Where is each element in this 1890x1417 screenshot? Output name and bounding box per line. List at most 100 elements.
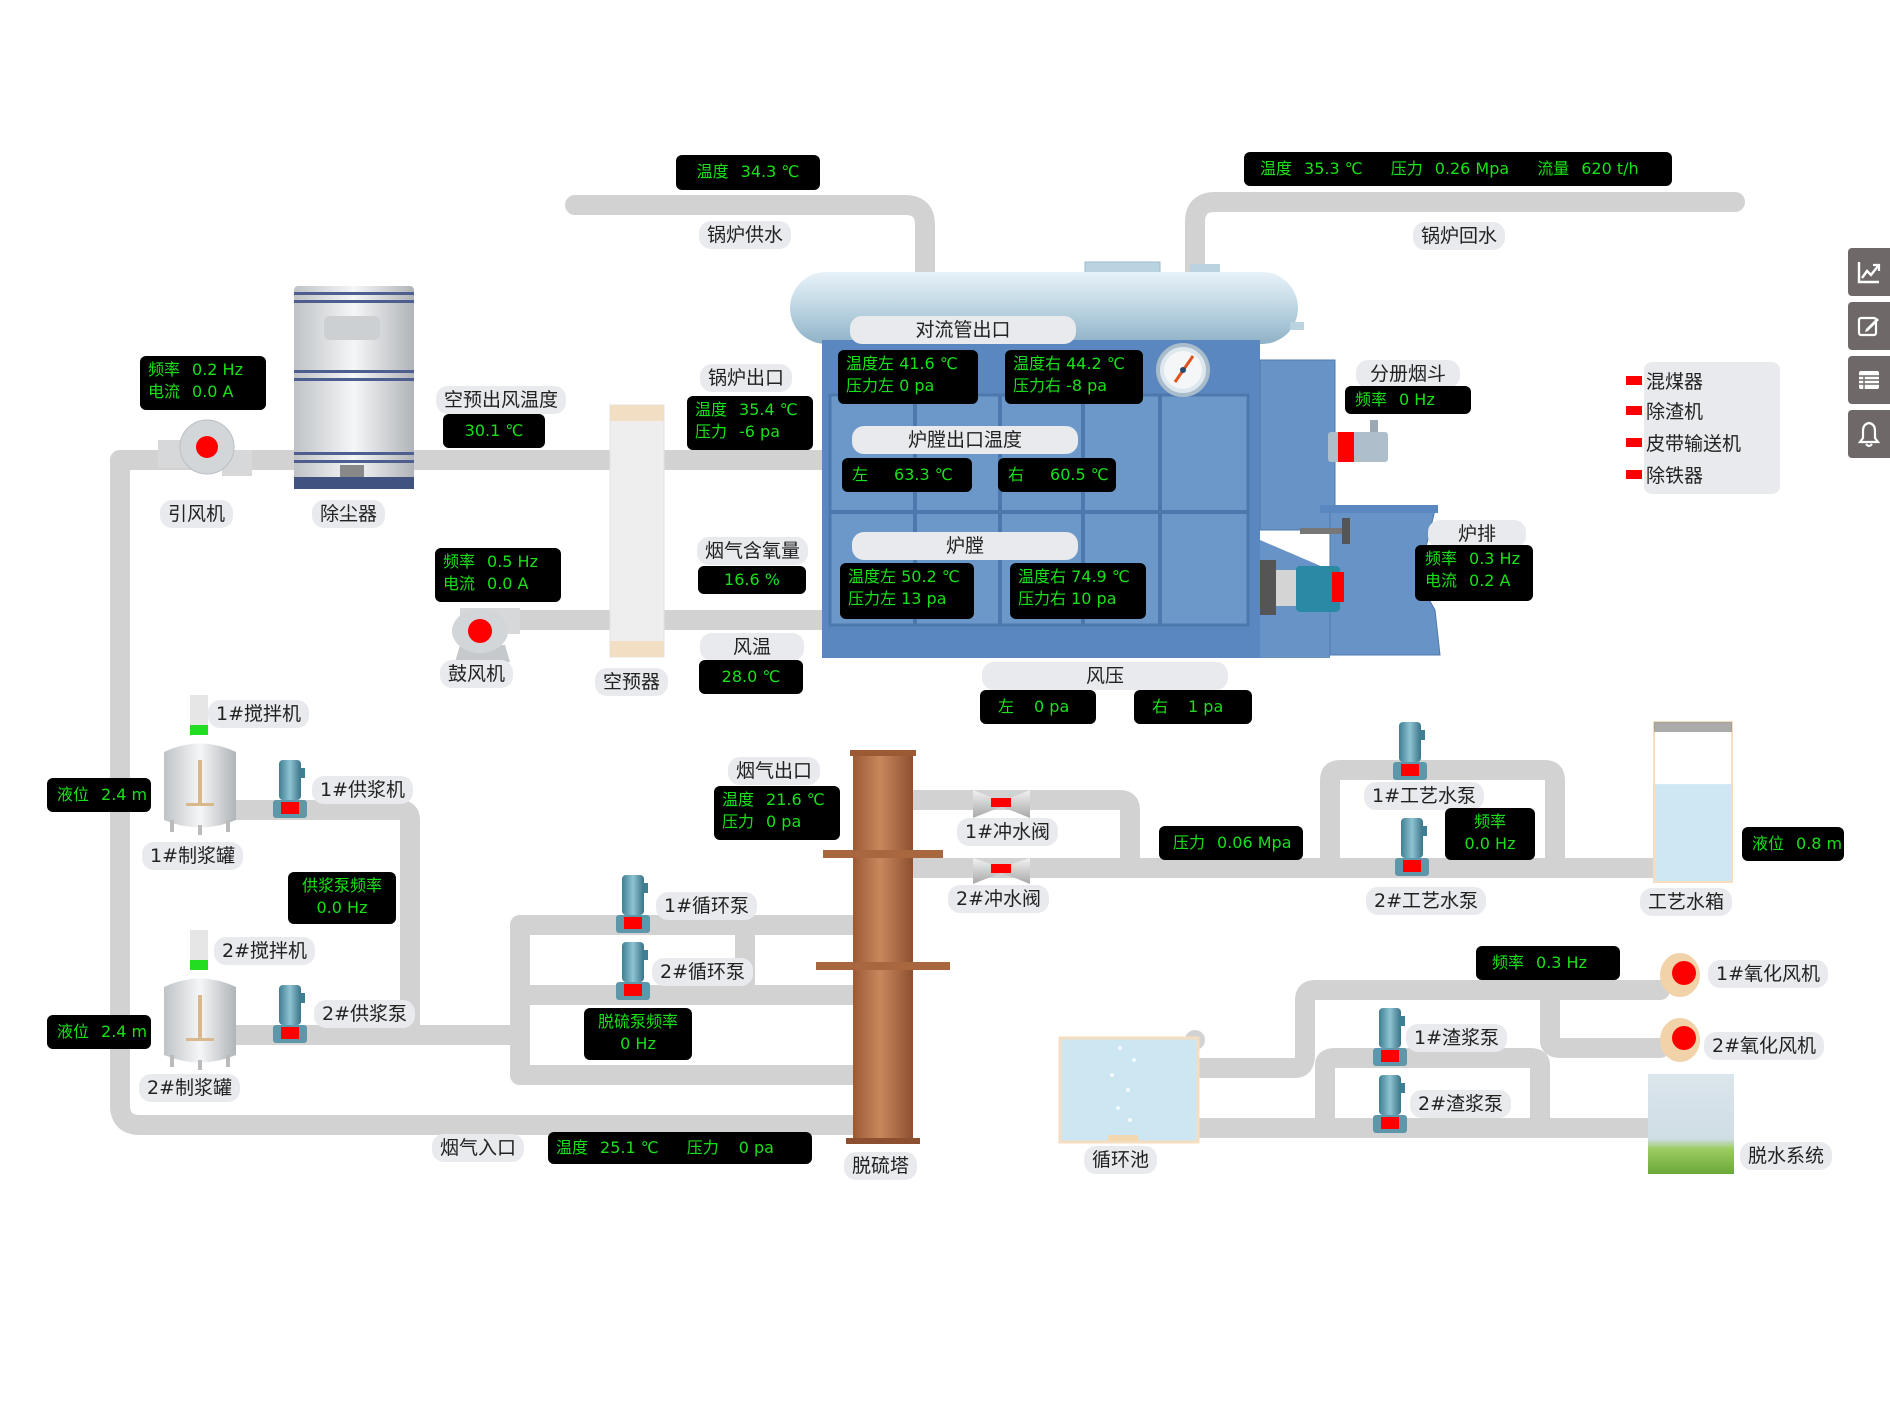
legend-item-coal-mixer: 混煤器 [1646, 371, 1704, 393]
boiler-return-flow-value: 620 t/h [1581, 159, 1639, 178]
boiler-outlet-label: 锅炉出口 [700, 364, 793, 392]
circ-pump-1-label: 1#循环泵 [656, 892, 758, 920]
slurry-tank-2 [164, 930, 236, 1070]
wind-pressure-title: 风压 [982, 662, 1228, 690]
wind-pressure-left-label: 左 [998, 697, 1015, 716]
air-temp-value: 28.0 ℃ [721, 667, 781, 686]
desulf-pump-freq-label: 脱硫泵频率 [597, 1012, 678, 1031]
blower-freq-value: 0.5 Hz [487, 552, 538, 571]
pressure-gauge [1156, 343, 1210, 397]
air-preheater-outlet-display: 30.1 ℃ [443, 414, 545, 448]
boiler-outlet-pressure-label: 压力 [695, 422, 728, 441]
flue-outlet-pressure-value: 0 pa [766, 812, 802, 831]
flue-oxygen-display: 16.6 % [698, 566, 806, 594]
trend-chart-icon [1857, 262, 1881, 284]
supply-pump-freq-value: 0.0 Hz [316, 898, 368, 917]
furnace-right-temp: 74.9 ℃ [1071, 567, 1130, 586]
circ-pump-2 [616, 942, 650, 1000]
pumps [273, 722, 1429, 1133]
blower-fan [452, 608, 520, 662]
process-tank-level-label: 液位 [1752, 834, 1785, 853]
boiler-outlet-pressure-value: -6 pa [739, 422, 781, 441]
furnace-right-display: 温度右 74.9 ℃ 压力右 10 pa [1010, 563, 1146, 619]
supply-pump-2 [273, 985, 307, 1043]
induced-fan-label: 引风机 [160, 500, 234, 528]
flue-outlet-pressure-label: 压力 [722, 812, 755, 831]
equipment-legend: 混煤器 除渣机 皮带输送机 除铁器 [1626, 362, 1780, 494]
wind-pressure-right-value: 1 pa [1188, 697, 1224, 716]
boiler-supply-temp-label: 温度 [696, 162, 729, 181]
coal-hopper-freq-value: 0 Hz [1399, 390, 1435, 409]
edit-icon [1857, 316, 1879, 337]
blower-label: 鼓风机 [440, 660, 514, 688]
air-preheater-outlet-value: 30.1 ℃ [464, 421, 524, 440]
boiler-return-label: 锅炉回水 [1413, 222, 1506, 250]
slurry-tank-2-level-label: 液位 [57, 1022, 90, 1041]
flush-valve-1-label: 1#冲水阀 [957, 818, 1059, 846]
slurry-tank-1-label: 1#制浆罐 [142, 842, 244, 870]
induced-fan-freq-value: 0.2 Hz [192, 360, 243, 379]
edit-button[interactable] [1848, 302, 1890, 350]
oxidation-fan-2 [1660, 1018, 1700, 1062]
oxidation-fan-1-label: 1#氧化风机 [1708, 960, 1829, 988]
coal-hopper-freq-label: 频率 [1355, 390, 1388, 409]
furnace-right-pressure-label: 压力右 [1018, 589, 1067, 608]
circulation-pool-label: 循环池 [1084, 1146, 1158, 1174]
boiler-supply-label: 锅炉供水 [699, 221, 792, 249]
process-pump-1-label: 1#工艺水泵 [1364, 782, 1485, 810]
furnace-left-pressure-label: 压力左 [848, 589, 897, 608]
grate-motor [1260, 518, 1350, 615]
coal-hopper-motor [1328, 420, 1388, 462]
desulf-pump-freq-value: 0 Hz [620, 1034, 656, 1053]
slurry-tank-2-label: 2#制浆罐 [139, 1074, 241, 1102]
desulf-tower-label: 脱硫塔 [844, 1152, 918, 1180]
furnace-outlet-left-label: 左 [852, 465, 869, 484]
slurry-tank-1-level-value: 2.4 m [101, 785, 148, 804]
boiler-return-temp-label: 温度 [1260, 159, 1293, 178]
process-pump-2 [1395, 818, 1429, 876]
slag-pump-2 [1373, 1075, 1407, 1133]
furnace-right-pressure: 10 pa [1071, 589, 1117, 608]
dust-collector [294, 286, 414, 489]
furnace-outlet-right-label: 右 [1008, 465, 1025, 484]
process-water-pressure-value: 0.06 Mpa [1217, 833, 1292, 852]
air-preheater [609, 404, 665, 658]
convection-left-pressure-label: 压力左 [846, 376, 895, 395]
desulfurization-tower [816, 750, 950, 1144]
legend-item-belt-conveyor: 皮带输送机 [1646, 433, 1742, 455]
furnace-left-temp-label: 温度左 [848, 567, 897, 586]
flue-outlet-temp-value: 21.6 ℃ [766, 790, 825, 809]
induced-fan-current-value: 0.0 A [192, 382, 234, 401]
convection-left-display: 温度左 41.6 ℃ 压力左 0 pa [838, 350, 978, 404]
air-preheater-label: 空预器 [595, 668, 669, 696]
circ-pump-2-label: 2#循环泵 [652, 958, 754, 986]
convection-left-temp: 41.6 ℃ [899, 354, 958, 373]
convection-left-pressure: 0 pa [899, 376, 935, 395]
list-button[interactable] [1848, 356, 1890, 404]
trend-chart-button[interactable] [1848, 248, 1890, 296]
slurry-tank-1 [164, 695, 236, 835]
furnace-outlet-temp-title: 炉膛出口温度 [852, 426, 1078, 454]
supply-pump-2-label: 2#供浆泵 [314, 1000, 416, 1028]
process-pump-2-label: 2#工艺水泵 [1366, 887, 1487, 915]
furnace-title: 炉膛 [852, 532, 1078, 560]
flue-inlet-temp-label: 温度 [556, 1138, 589, 1157]
grate-freq-value: 0.3 Hz [1469, 549, 1520, 568]
alarm-bell-button[interactable] [1848, 410, 1890, 458]
mixer-1-label: 1#搅拌机 [208, 700, 310, 728]
boiler-outlet-temp-value: 35.4 ℃ [739, 400, 798, 419]
legend-item-iron-remover: 除铁器 [1646, 465, 1704, 487]
blower-current-label: 电流 [443, 574, 476, 593]
mixer-2-label: 2#搅拌机 [214, 937, 316, 965]
blower-current-value: 0.0 A [487, 574, 529, 593]
induced-fan [158, 419, 252, 476]
process-tank-label: 工艺水箱 [1640, 888, 1733, 916]
slurry-tank-1-level-label: 液位 [57, 785, 90, 804]
